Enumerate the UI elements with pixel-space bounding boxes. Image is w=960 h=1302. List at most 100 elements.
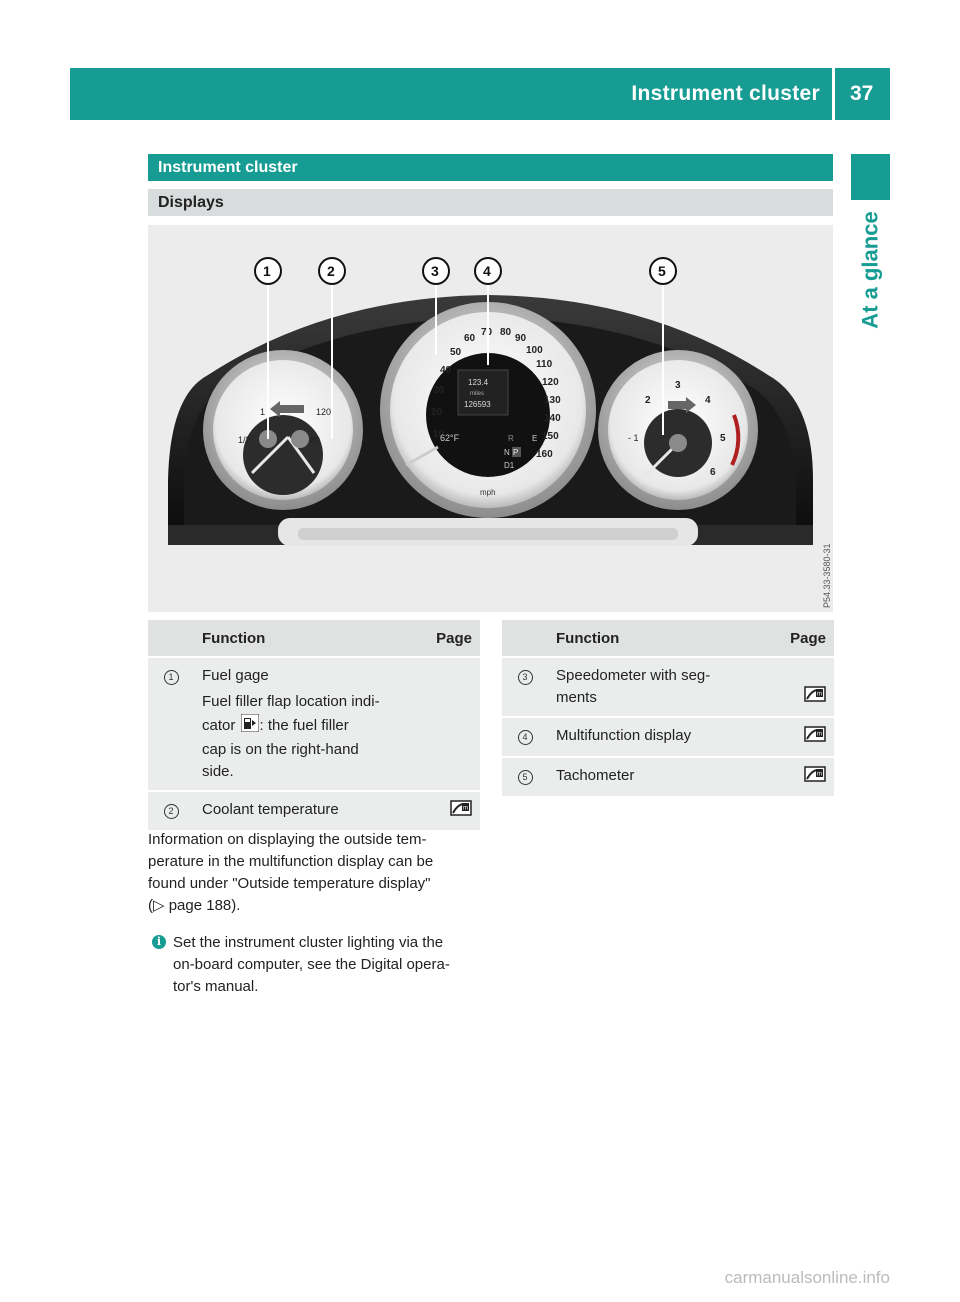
svg-text:50: 50 [450, 347, 462, 358]
row-text: Tachometer [548, 757, 762, 798]
svg-text:5: 5 [720, 433, 726, 444]
callout-circles: 1 2 3 4 5 [254, 257, 677, 285]
info-paragraph: Information on displaying the outside te… [148, 829, 483, 917]
table-row: 1 Fuel gage Fuel filler flap location in… [148, 657, 480, 792]
svg-text:P: P [513, 448, 518, 457]
svg-text:110: 110 [536, 359, 553, 370]
manual-book-icon: m [804, 766, 826, 788]
callout-5: 5 [658, 263, 666, 279]
figure-code: P54.33-3580-31 [822, 543, 832, 608]
info-line: Information on displaying the outside te… [148, 831, 427, 848]
svg-text:70: 70 [481, 327, 493, 338]
row-number: 3 [517, 670, 533, 685]
svg-text:miles: miles [470, 391, 484, 397]
row-number: 1 [163, 670, 179, 685]
note-line: Set the instrument cluster lighting via … [173, 934, 444, 951]
svg-text:mph: mph [480, 488, 496, 497]
svg-text:- 1: - 1 [628, 433, 639, 443]
svg-text:m: m [817, 772, 822, 778]
note-line: on-board computer, see the Digital opera… [173, 956, 450, 973]
svg-text:3: 3 [675, 380, 681, 391]
info-line: found under "Outside temperature display… [148, 875, 431, 892]
table-header-num [148, 620, 194, 658]
svg-text:90: 90 [515, 333, 527, 344]
table-header-page: Page [408, 620, 480, 658]
svg-text:m: m [817, 732, 822, 738]
svg-text:30: 30 [433, 385, 445, 396]
header-bar: Instrument cluster 37 [70, 68, 890, 120]
svg-text:160: 160 [536, 449, 553, 460]
svg-text:10: 10 [433, 429, 445, 440]
svg-text:80: 80 [500, 327, 512, 338]
page-number: 37 [850, 82, 874, 105]
coolant-tick-80: 80 [310, 435, 320, 445]
fuel-tick-half: 1/2 [238, 435, 251, 445]
svg-text:100: 100 [526, 345, 543, 356]
svg-text:150: 150 [542, 431, 559, 442]
table-row: 2 Coolant temperature m [148, 791, 480, 832]
row-number: 4 [517, 730, 533, 745]
row-text-with-icon: cator : the fuel filler [202, 713, 400, 738]
svg-text:126593: 126593 [464, 400, 491, 409]
cluster-illustration: 1/2 1 80 120 10 20 30 40 50 60 70 80 90 … [168, 257, 813, 546]
fuel-tick-full: 1 [260, 407, 265, 417]
svg-text:D1: D1 [504, 461, 515, 470]
svg-text:E: E [532, 434, 537, 443]
speedometer: 10 20 30 40 50 60 70 80 90 100 110 120 1… [380, 302, 596, 518]
svg-text:130: 130 [544, 395, 561, 406]
row-text: Multifunction display [548, 717, 762, 758]
svg-text:4: 4 [705, 395, 711, 406]
svg-text:140: 140 [544, 413, 561, 424]
callout-4: 4 [483, 263, 491, 279]
svg-text:N: N [504, 448, 510, 457]
page-ref-arrow-icon: ▷ [153, 897, 165, 914]
svg-text:123.4: 123.4 [468, 378, 489, 387]
row-text: ments [556, 689, 597, 706]
manual-book-icon: m [450, 800, 472, 822]
info-icon: i [152, 935, 166, 949]
table-row: 3 Speedometer with seg- ments m [502, 657, 834, 718]
svg-text:m: m [463, 806, 468, 812]
row-text: Fuel filler flap location indi- [202, 693, 380, 710]
function-table-right: Function Page 3 Speedometer with seg- me… [502, 620, 834, 798]
svg-text:6: 6 [710, 467, 716, 478]
manual-book-icon: m [804, 726, 826, 748]
svg-text:R: R [508, 434, 514, 443]
tachometer: - 1 2 3 4 5 6 [598, 350, 758, 510]
callout-3: 3 [431, 263, 439, 279]
svg-text:120: 120 [542, 377, 559, 388]
svg-text:62°F: 62°F [440, 433, 460, 443]
svg-text:2: 2 [645, 395, 651, 406]
table-header-function: Function [194, 620, 408, 658]
callouts [267, 285, 664, 439]
svg-text:60: 60 [464, 333, 476, 344]
fuel-pump-icon [240, 713, 260, 738]
row-text: Fuel gage [202, 667, 269, 684]
table-header-function: Function [548, 620, 762, 658]
table-row: 5 Tachometer m [502, 757, 834, 798]
table-row: 4 Multifunction display m [502, 717, 834, 758]
info-line-page-ref[interactable]: (▷ page 188). [148, 897, 241, 914]
row-number: 2 [163, 804, 179, 819]
subsection-title: Displays [148, 189, 833, 216]
row-text: side. [202, 763, 234, 780]
callout-2: 2 [327, 263, 335, 279]
footer-watermark[interactable]: carmanualsonline.info [724, 1268, 890, 1287]
manual-book-icon: m [804, 686, 826, 708]
table-header-page: Page [762, 620, 834, 658]
note-block: i Set the instrument cluster lighting vi… [148, 932, 483, 998]
row-number: 5 [517, 770, 533, 785]
section-title: Instrument cluster [148, 154, 833, 181]
coolant-tick-120: 120 [316, 407, 331, 417]
side-tab-label: At a glance [857, 211, 883, 329]
function-table-left: Function Page 1 Fuel gage Fuel filler fl… [148, 620, 480, 832]
header-title: Instrument cluster [631, 82, 820, 105]
note-line: tor's manual. [173, 978, 259, 995]
row-text: cap is on the right-hand [202, 741, 359, 758]
header-separator [832, 68, 835, 120]
row-text: Coolant temperature [194, 791, 408, 832]
svg-text:20: 20 [431, 407, 443, 418]
side-tab-block [851, 154, 890, 200]
svg-text:40: 40 [440, 365, 452, 376]
svg-text:m: m [817, 692, 822, 698]
